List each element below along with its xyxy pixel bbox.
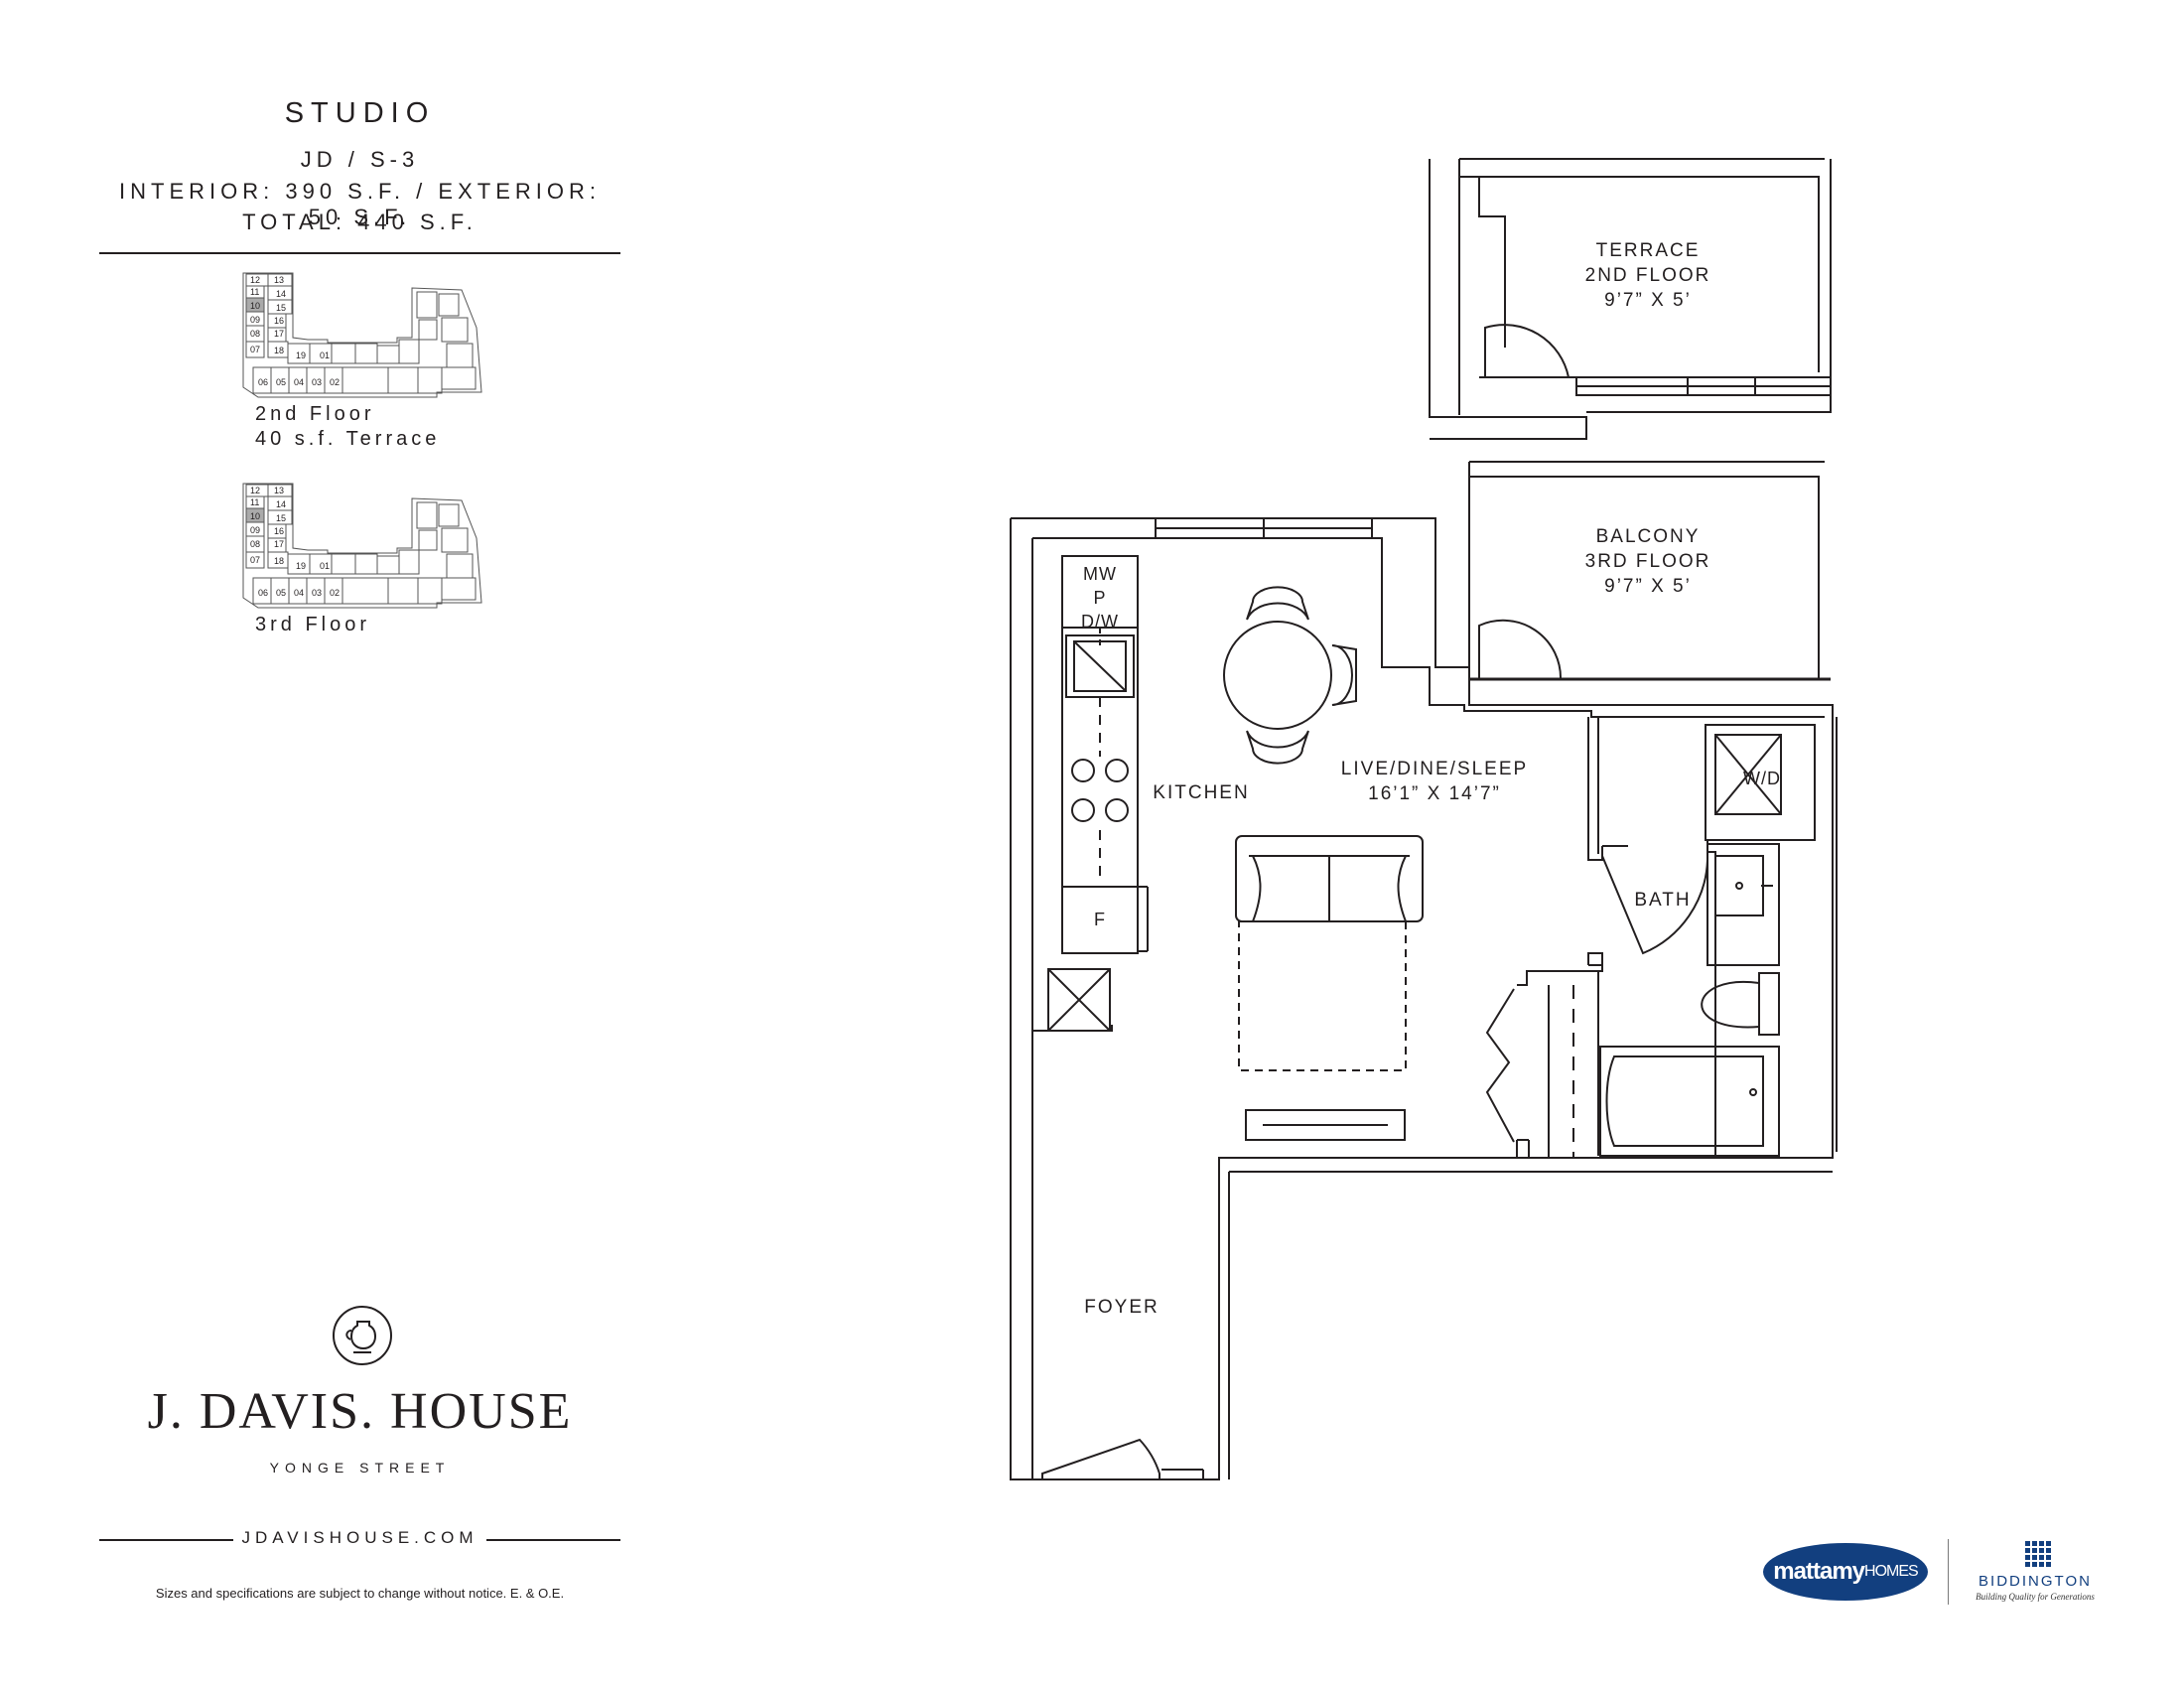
foyer-label: FOYER	[1084, 1297, 1160, 1318]
room-label-line: 9’7” X 5’	[1604, 576, 1692, 597]
svg-text:13: 13	[274, 486, 284, 495]
living-label: LIVE/DINE/SLEEP 16’1” X 14’7”	[1320, 757, 1549, 806]
svg-text:06: 06	[258, 377, 268, 387]
svg-text:16: 16	[274, 316, 284, 326]
bathtub	[1599, 1046, 1780, 1157]
svg-text:10: 10	[250, 511, 260, 521]
bath-label: BATH	[1634, 890, 1692, 911]
keyplan-caption-line: 40 s.f. Terrace	[255, 428, 441, 450]
brand-subtitle: YONGE STREET	[269, 1460, 451, 1476]
svg-text:01: 01	[320, 561, 330, 571]
interior-walls	[1485, 717, 1716, 1158]
mattamy-logo-suffix: HOMES	[1864, 1563, 1919, 1580]
room-label-line: 16’1” X 14’7”	[1368, 783, 1501, 804]
keyplan-caption-line: 3rd Floor	[255, 614, 371, 635]
brand-jug-icon	[333, 1306, 392, 1365]
svg-text:18: 18	[274, 346, 284, 355]
header-divider	[99, 252, 620, 254]
svg-text:14: 14	[276, 289, 286, 299]
svg-text:02: 02	[330, 377, 340, 387]
disclaimer: Sizes and specifications are subject to …	[155, 1586, 565, 1601]
keyplan-3rd-floor-caption: 3rd Floor	[255, 613, 370, 637]
tv-console	[1245, 1109, 1406, 1141]
room-label-line: 3RD FLOOR	[1584, 551, 1711, 572]
svg-text:07: 07	[250, 555, 260, 565]
svg-text:12: 12	[250, 486, 260, 495]
mattamy-logo-text: mattamy	[1773, 1558, 1865, 1585]
svg-text:04: 04	[294, 588, 304, 598]
svg-text:06: 06	[258, 588, 268, 598]
svg-text:18: 18	[274, 556, 284, 566]
svg-text:17: 17	[274, 539, 284, 549]
kitchen-counter	[1047, 555, 1149, 1032]
balcony-label: BALCONY 3RD FLOOR 9’7” X 5’	[1549, 524, 1747, 599]
room-label-line: 9’7” X 5’	[1604, 290, 1692, 311]
website-link[interactable]: JDAVISHOUSE.COM	[241, 1528, 478, 1547]
fixture-label-line: MW	[1083, 564, 1117, 584]
website-rule-left	[99, 1539, 233, 1541]
fridge-label: F	[1094, 910, 1106, 929]
room-label-line: BALCONY	[1595, 526, 1701, 547]
svg-text:15: 15	[276, 513, 286, 523]
svg-text:02: 02	[330, 588, 340, 598]
svg-text:10: 10	[250, 301, 260, 311]
kitchen-label: KITCHEN	[1153, 782, 1250, 803]
svg-text:17: 17	[274, 329, 284, 339]
svg-text:09: 09	[250, 315, 260, 325]
svg-text:03: 03	[312, 588, 322, 598]
website-rule-right	[486, 1539, 620, 1541]
svg-text:01: 01	[320, 351, 330, 360]
unit-total: TOTAL: 440 S.F.	[242, 210, 478, 234]
svg-text:19: 19	[296, 351, 306, 360]
bathroom-vanity	[1706, 843, 1780, 966]
unit-area: INTERIOR: 390 S.F. / EXTERIOR: 50 S.F.	[119, 179, 601, 229]
toilet	[1701, 972, 1780, 1036]
keyplan-3rd-floor: 12 13 11 14 10 15 09 16 08 17 07 18 19 01 06 05 0…	[242, 483, 482, 609]
svg-text:11: 11	[250, 287, 259, 297]
room-label-line: LIVE/DINE/SLEEP	[1340, 759, 1529, 779]
svg-text:15: 15	[276, 303, 286, 313]
balcony-outline	[1468, 461, 1831, 685]
biddington-grid-icon	[2025, 1541, 2051, 1567]
svg-text:07: 07	[250, 345, 260, 354]
fixture-label-line: P	[1093, 588, 1107, 608]
unit-code: JD / S-3	[300, 147, 420, 172]
keyplan-2nd-floor: 12 13 11 14 10 15 09 16 08 17 07 18 19 01 06 05 0…	[242, 272, 482, 398]
svg-text:14: 14	[276, 499, 286, 509]
keyplan-2nd-floor-caption: 2nd Floor 40 s.f. Terrace	[255, 402, 440, 452]
biddington-name: BIDDINGTON	[1979, 1573, 2092, 1590]
svg-text:09: 09	[250, 525, 260, 535]
svg-text:12: 12	[250, 275, 260, 285]
svg-text:08: 08	[250, 539, 260, 549]
sofa-bed	[1235, 835, 1424, 1071]
partner-divider	[1948, 1539, 1949, 1605]
svg-text:08: 08	[250, 329, 260, 339]
dining-table	[1223, 586, 1357, 765]
brand-name: J. DAVIS. HOUSE	[147, 1383, 573, 1440]
terrace-outline	[1429, 158, 1832, 440]
terrace-label: TERRACE 2ND FLOOR 9’7” X 5’	[1549, 238, 1747, 313]
svg-text:03: 03	[312, 377, 322, 387]
svg-text:04: 04	[294, 377, 304, 387]
room-label-line: 2ND FLOOR	[1584, 265, 1711, 286]
appliance-stack-label: MW P D/W	[1062, 562, 1138, 633]
svg-text:19: 19	[296, 561, 306, 571]
svg-text:05: 05	[276, 588, 286, 598]
svg-text:05: 05	[276, 377, 286, 387]
biddington-tagline: Building Quality for Generations	[1976, 1592, 2095, 1602]
svg-text:13: 13	[274, 275, 284, 285]
svg-text:11: 11	[250, 497, 259, 507]
unit-type: STUDIO	[284, 97, 436, 129]
washer-dryer	[1705, 724, 1816, 841]
keyplan-caption-line: 2nd Floor	[255, 403, 375, 425]
room-label-line: TERRACE	[1595, 240, 1701, 261]
fixture-label-line: D/W	[1081, 612, 1119, 632]
floor-plan	[1010, 158, 1838, 1480]
svg-text:16: 16	[274, 526, 284, 536]
washer-dryer-label: W/D	[1743, 769, 1781, 788]
